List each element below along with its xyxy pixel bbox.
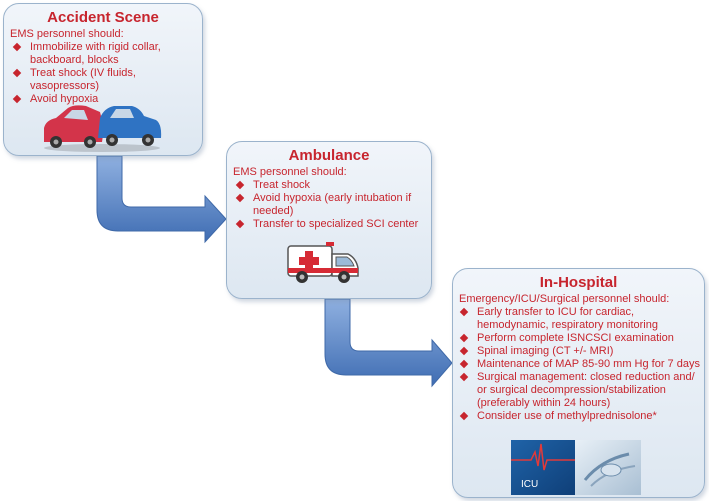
ambulance-box: Ambulance EMS personnel should: Treat sh…	[226, 141, 432, 299]
list-item: Treat shock (IV fluids, vasopressors)	[10, 67, 202, 93]
icu-label: ICU	[521, 479, 538, 490]
accident-scene-title: Accident Scene	[47, 9, 159, 26]
ambulance-title: Ambulance	[288, 147, 370, 164]
bullet-diamond-icon	[12, 68, 22, 78]
list-item: Immobilize with rigid collar, backboard,…	[10, 41, 202, 67]
list-item: Avoid hypoxia	[10, 93, 202, 106]
list-item: Perform complete ISNCSCI examination	[457, 332, 704, 345]
bullet-diamond-icon	[235, 180, 245, 190]
icu-image: ICU	[511, 440, 641, 495]
list-item: Early transfer to ICU for cardiac, hemod…	[457, 306, 704, 332]
bullet-diamond-icon	[459, 346, 469, 356]
in-hospital-title: In-Hospital	[539, 274, 618, 291]
in-hospital-list: Early transfer to ICU for cardiac, hemod…	[457, 306, 704, 423]
bullet-diamond-icon	[459, 307, 469, 317]
ambulance-image	[287, 242, 359, 283]
arrow-scene-to-ambulance	[96, 155, 227, 244]
ambulance-intro: EMS personnel should:	[233, 166, 347, 178]
arrow-ambulance-to-hospital	[324, 298, 453, 388]
ambulance-list: Treat shock Avoid hypoxia (early intubat…	[233, 179, 431, 231]
bullet-diamond-icon	[459, 372, 469, 382]
list-item: Maintenance of MAP 85-90 mm Hg for 7 day…	[457, 358, 704, 371]
list-item: Consider use of methylprednisolone*	[457, 410, 704, 423]
in-hospital-intro: Emergency/ICU/Surgical personnel should:	[459, 293, 670, 305]
accident-scene-intro: EMS personnel should:	[10, 28, 124, 40]
list-item: Surgical management: closed reduction an…	[457, 371, 704, 410]
list-item: Avoid hypoxia (early intubation if neede…	[233, 192, 431, 218]
list-item: Transfer to specialized SCI center	[233, 218, 431, 231]
bullet-diamond-icon	[12, 42, 22, 52]
bullet-diamond-icon	[459, 359, 469, 369]
list-item: Spinal imaging (CT +/- MRI)	[457, 345, 704, 358]
list-item: Treat shock	[233, 179, 431, 192]
bullet-diamond-icon	[235, 193, 245, 203]
bullet-diamond-icon	[459, 411, 469, 421]
bullet-diamond-icon	[12, 94, 22, 104]
accident-scene-list: Immobilize with rigid collar, backboard,…	[10, 41, 202, 106]
car-crash-image	[44, 105, 162, 152]
bullet-diamond-icon	[459, 333, 469, 343]
bullet-diamond-icon	[235, 219, 245, 229]
